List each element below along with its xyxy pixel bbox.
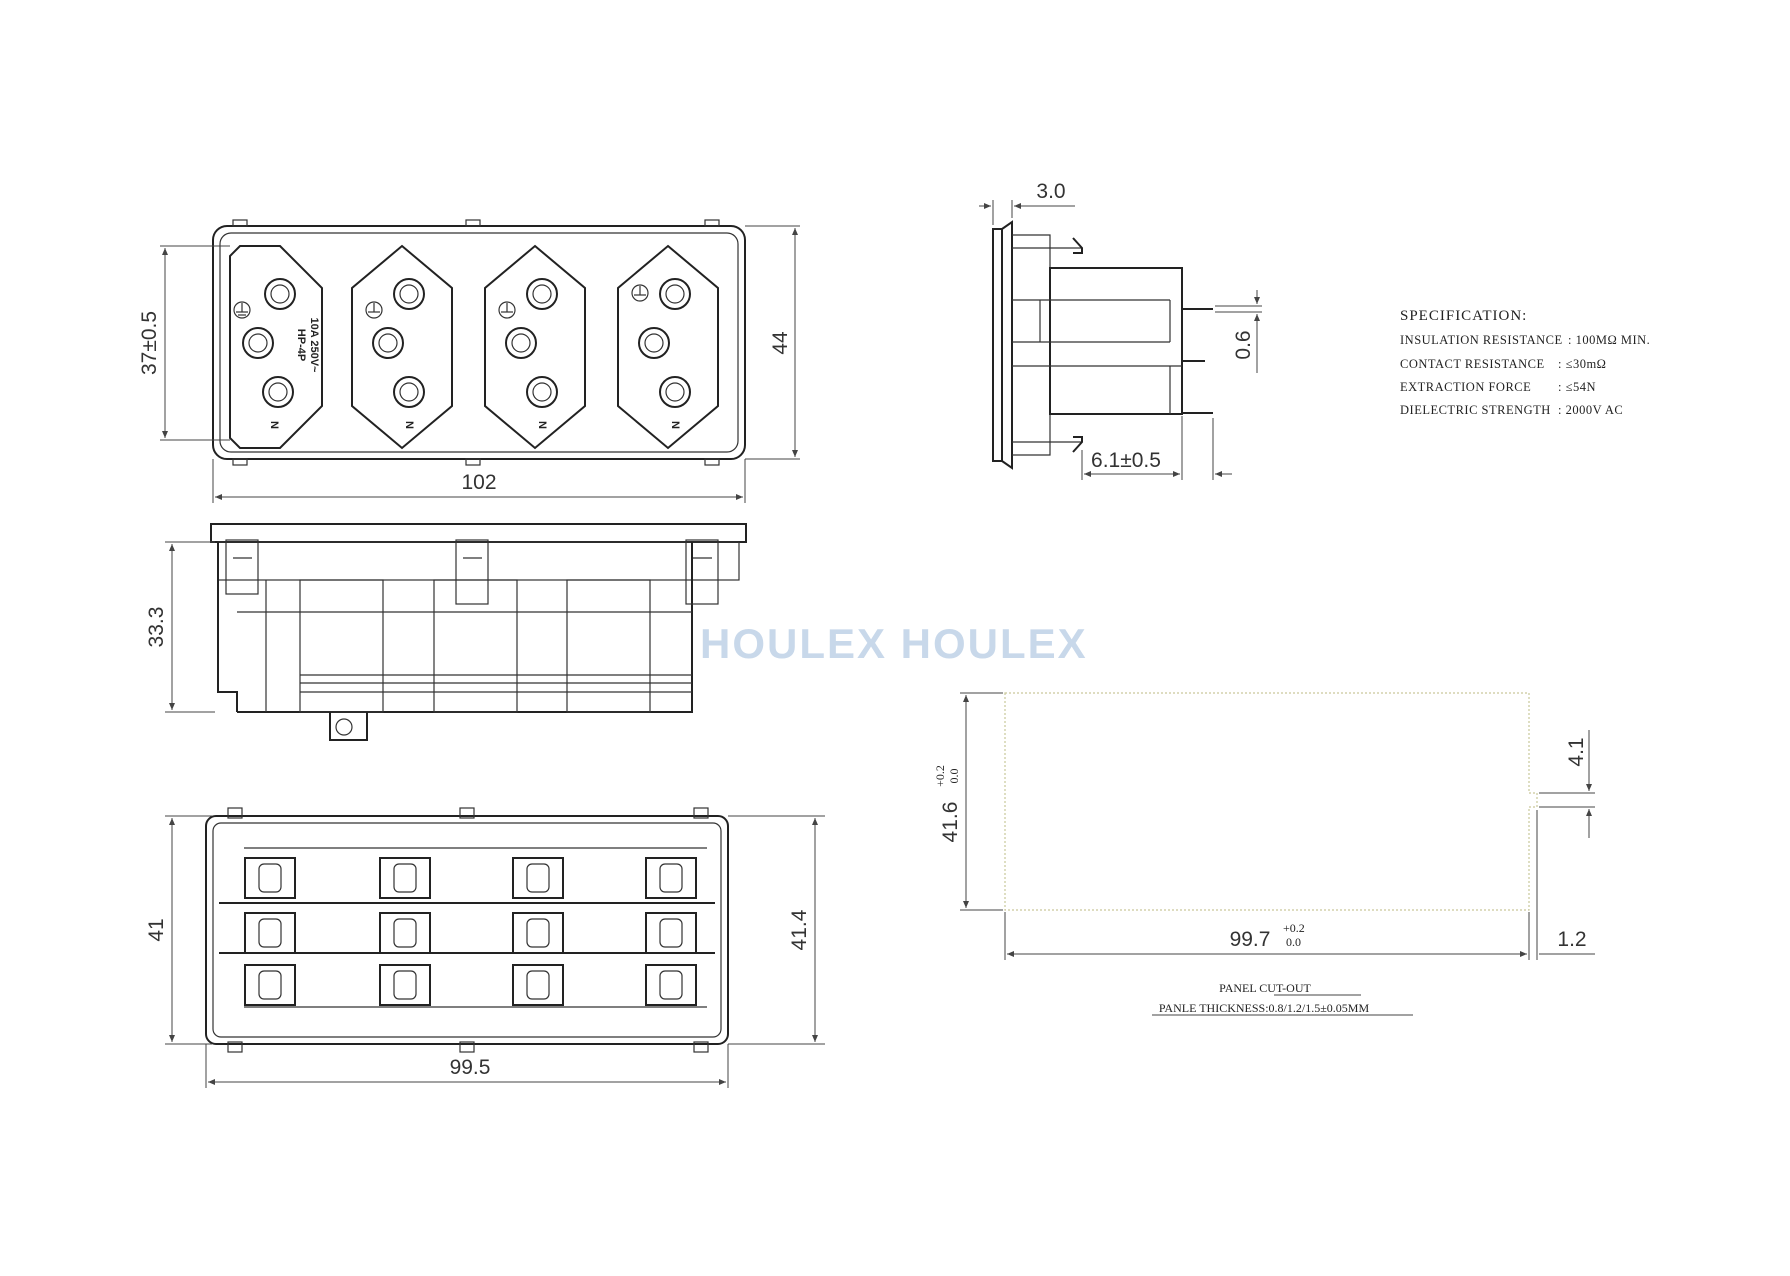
dim-front-height: 37±0.5 — [138, 311, 161, 375]
specification-block: SPECIFICATION: INSULATION RESISTANCE : 1… — [1400, 308, 1650, 417]
terminal-screw — [659, 863, 683, 893]
neutral-label: N — [403, 421, 415, 429]
terminal — [645, 964, 697, 1006]
pin-holes — [242, 278, 691, 408]
pin-hole — [393, 278, 425, 310]
pin-hole-inner — [532, 382, 552, 402]
pin-hole — [264, 278, 296, 310]
neutral-label: N — [669, 421, 681, 429]
dim-profile-height: 33.3 — [145, 607, 168, 648]
dim-cutout-notch-width: 1.2 — [1557, 928, 1586, 951]
pin-hole — [262, 376, 294, 408]
spec-value: : ≤30mΩ — [1558, 357, 1606, 371]
neutral-label: N — [536, 421, 548, 429]
pin-hole-inner — [378, 333, 398, 353]
model-marking: HP-4P — [295, 329, 307, 361]
spec-value: : 100MΩ MIN. — [1568, 333, 1650, 347]
dim-cutout-width-tol-upper: +0.2 — [1283, 921, 1305, 935]
pin-hole-inner — [399, 284, 419, 304]
pin-hole — [372, 327, 404, 359]
dim-side-pin: 0.6 — [1232, 330, 1255, 359]
spec-label: INSULATION RESISTANCE — [1400, 333, 1563, 347]
neutral-label: N — [268, 421, 280, 429]
spec-label: EXTRACTION FORCE — [1400, 380, 1531, 394]
dim-cutout-height-tol-upper: +0.2 — [933, 765, 947, 787]
terminal — [244, 964, 296, 1006]
terminal-screw — [659, 918, 683, 948]
cutout-thickness-note: PANLE THICKNESS:0.8/1.2/1.5±0.05MM — [1159, 1001, 1370, 1015]
dim-side-thickness: 3.0 — [1036, 180, 1065, 203]
pin-hole — [526, 278, 558, 310]
dim-front-width: 102 — [461, 471, 496, 494]
pin-hole-inner — [268, 382, 288, 402]
pin-hole-inner — [399, 382, 419, 402]
dim-cutout-height: 41.6 — [939, 802, 962, 843]
pin-hole — [393, 376, 425, 408]
pin-hole-inner — [665, 284, 685, 304]
socket-outlet-4 — [617, 244, 719, 450]
dim-cutout-notch-height: 4.1 — [1565, 737, 1588, 766]
spec-title: SPECIFICATION: — [1400, 308, 1527, 324]
pin-hole — [526, 376, 558, 408]
terminal — [379, 912, 431, 954]
pin-hole-inner — [270, 284, 290, 304]
terminal-screw — [393, 918, 417, 948]
terminal — [645, 857, 697, 899]
dim-cutout-height-tol-lower: 0.0 — [947, 769, 961, 784]
pin-hole — [242, 327, 274, 359]
terminal — [379, 964, 431, 1006]
pin-hole — [505, 327, 537, 359]
bottom-view: 41 41.4 99.5 — [145, 807, 825, 1088]
dim-side-depth: 6.1±0.5 — [1091, 449, 1161, 472]
pin-hole — [659, 278, 691, 310]
terminal-screw — [526, 970, 550, 1000]
terminal — [645, 912, 697, 954]
terminal-screw — [258, 918, 282, 948]
dim-cutout-width-tol-lower: 0.0 — [1286, 935, 1301, 949]
spec-value: : 2000V AC — [1558, 403, 1623, 417]
spec-value: : ≤54N — [1558, 380, 1596, 394]
cutout-title: PANEL CUT-OUT — [1219, 981, 1311, 995]
spec-label: DIELECTRIC STRENGTH — [1400, 403, 1551, 417]
terminal — [244, 912, 296, 954]
pin-hole-inner — [248, 333, 268, 353]
dim-cutout-width: 99.7 — [1230, 928, 1271, 951]
front-view: HP-4P 10A 250V~ N N N N 37±0.5 44 102 — [138, 219, 800, 503]
terminal-screw — [659, 970, 683, 1000]
terminal — [512, 912, 564, 954]
pin-hole-inner — [644, 333, 664, 353]
terminal — [244, 857, 296, 899]
earth-symbol-icon — [233, 284, 649, 319]
watermark: HOULEX HOULEX — [700, 620, 1088, 667]
profile-view: 33.3 — [145, 523, 747, 741]
socket-outlet-2 — [351, 244, 453, 450]
panel-cutout: 41.6 +0.2 0.0 4.1 99.7 +0.2 0.0 1.2 PANE… — [933, 692, 1595, 1016]
pin-hole-inner — [532, 284, 552, 304]
dim-bottom-left: 41 — [145, 918, 168, 941]
pin-hole-inner — [665, 382, 685, 402]
pin-hole — [638, 327, 670, 359]
dim-bottom-right: 41.4 — [788, 909, 811, 950]
terminal-screw — [258, 863, 282, 893]
rating-marking: 10A 250V~ — [308, 318, 320, 374]
pin-hole — [659, 376, 691, 408]
socket-outlet-1 — [229, 245, 323, 449]
terminal — [512, 964, 564, 1006]
terminal-screw — [526, 918, 550, 948]
socket-outlet-3 — [484, 244, 586, 450]
pin-hole-inner — [511, 333, 531, 353]
dim-front-overall-height: 44 — [769, 331, 792, 355]
dim-bottom-width: 99.5 — [450, 1056, 491, 1079]
terminal — [512, 857, 564, 899]
terminal-screw — [258, 970, 282, 1000]
terminal — [379, 857, 431, 899]
spec-label: CONTACT RESISTANCE — [1400, 357, 1545, 371]
terminal-blocks — [244, 857, 697, 1006]
terminal-screw — [393, 970, 417, 1000]
terminal-screw — [393, 863, 417, 893]
side-view: 3.0 0.6 6.1±0.5 — [979, 180, 1262, 480]
terminal-screw — [526, 863, 550, 893]
